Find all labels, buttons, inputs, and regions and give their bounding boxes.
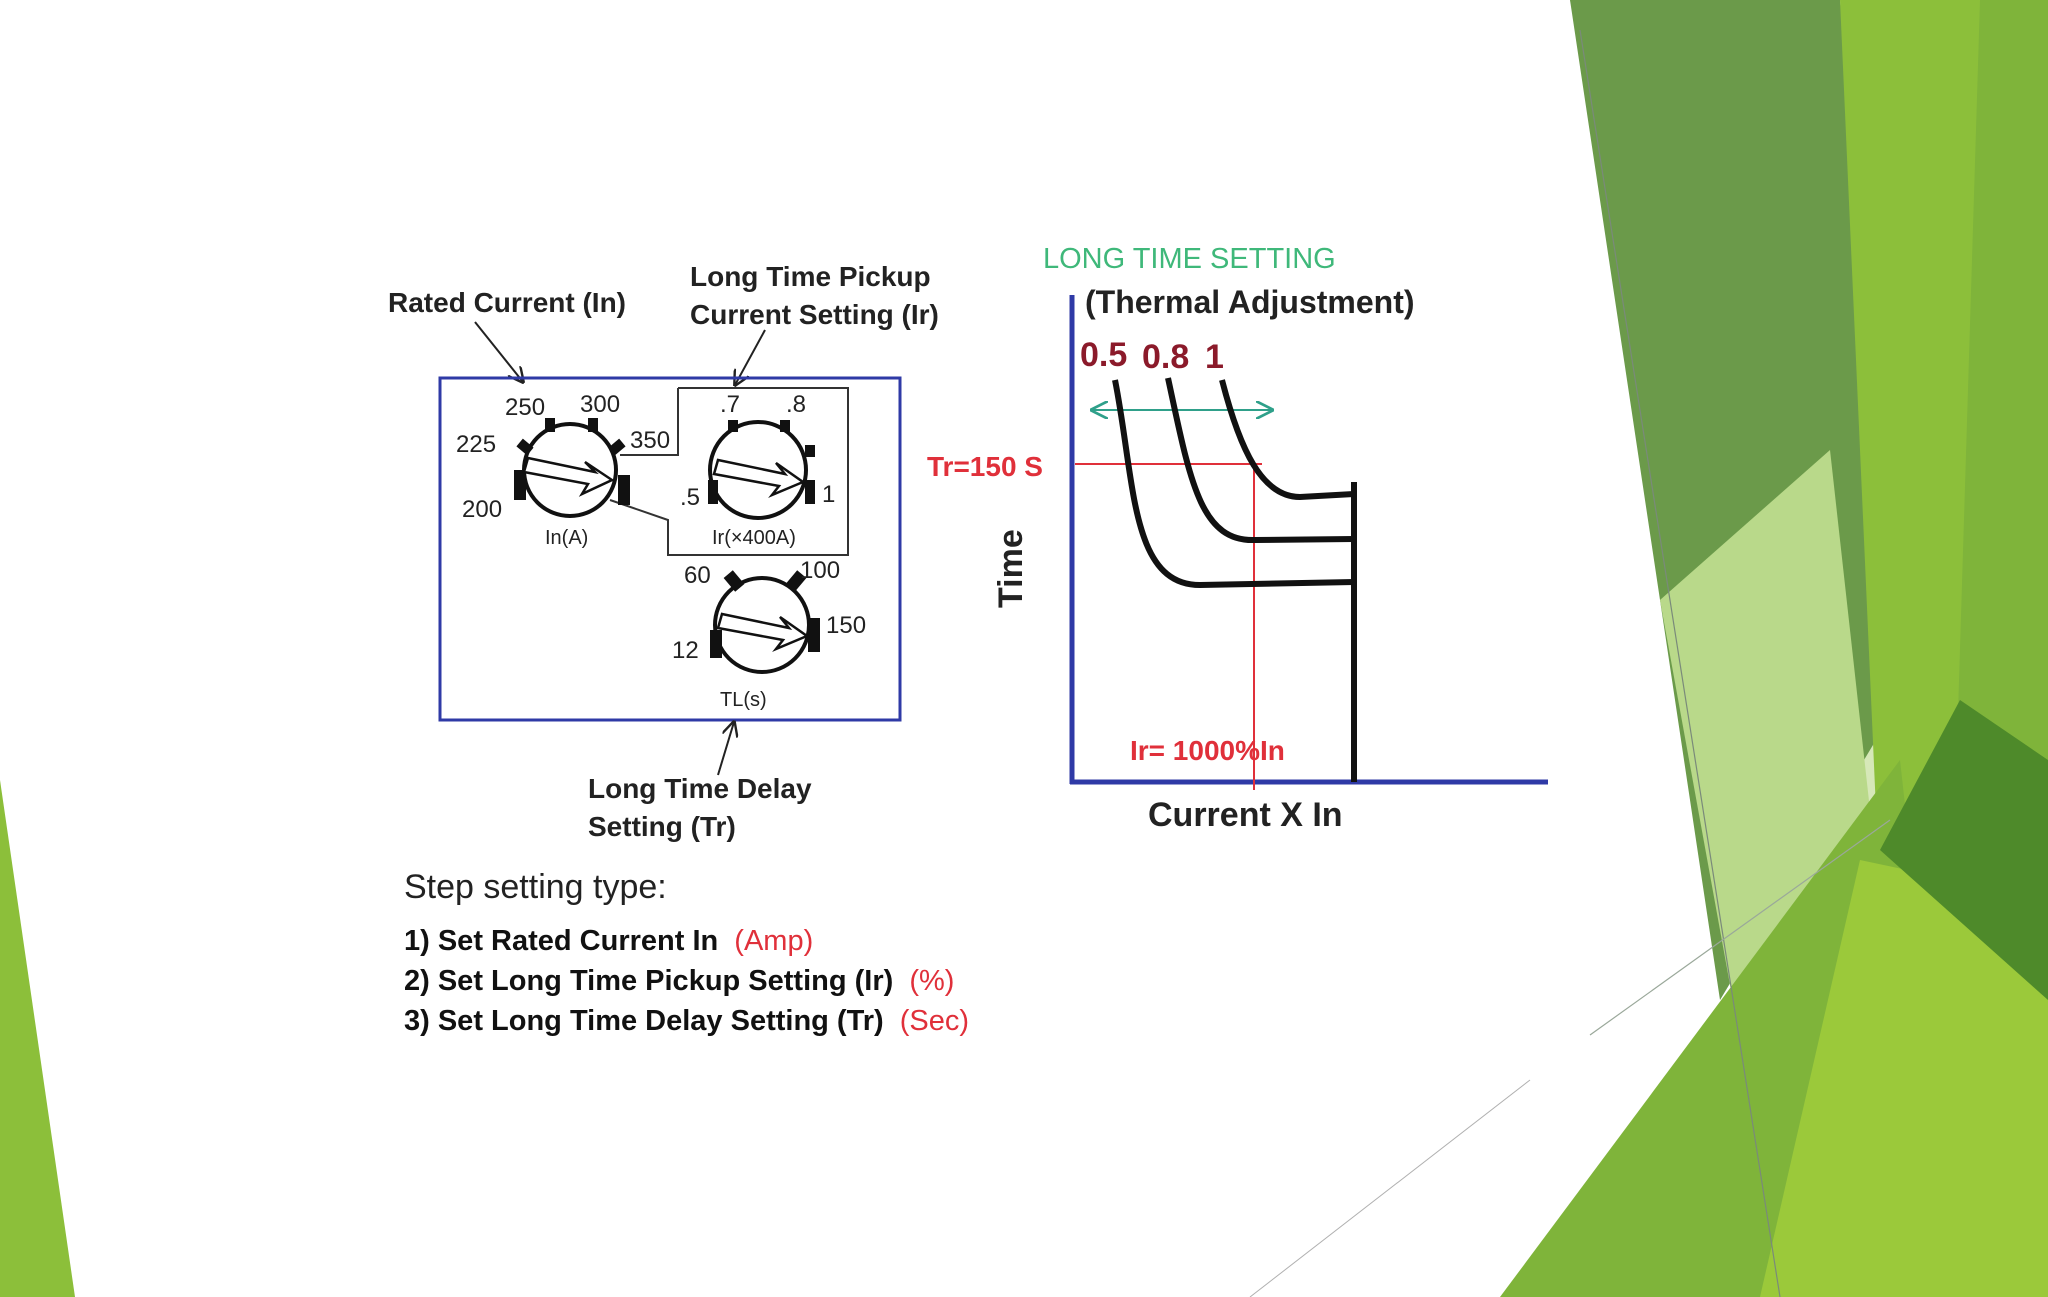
rated-current-label: Rated Current (In) [388, 287, 626, 318]
delay-label-line1: Long Time Delay [588, 773, 812, 804]
decor-left [0, 780, 75, 1297]
dial-in-tick-300: 300 [580, 391, 620, 418]
dial-tl-tick-60: 60 [684, 562, 711, 589]
dial-tl-caption: TL(s) [720, 689, 767, 711]
dial-ir-tick-5: .5 [680, 484, 700, 511]
panel-frame [438, 376, 902, 722]
curve-label-0-8: 0.8 [1142, 338, 1189, 376]
dial-tl-tick-150: 150 [826, 612, 866, 639]
dial-tl-tick-100: 100 [800, 557, 840, 584]
decor-right [1249, 0, 2048, 1297]
curve-label-0-5: 0.5 [1080, 336, 1127, 374]
time-current-chart: LONG TIME SETTING (Thermal Adjustment) T… [927, 243, 1548, 834]
dial-in-tick-250: 250 [505, 394, 545, 421]
dial-in-tick-225: 225 [456, 431, 496, 458]
x-axis-label: Current X In [1148, 796, 1343, 834]
step-1: 1) Set Rated Current In (Amp) [404, 925, 813, 957]
delay-label-line2: Setting (Tr) [588, 811, 736, 842]
step-3: 3) Set Long Time Delay Setting (Tr) (Sec… [404, 1005, 969, 1037]
dial-in-caption: In(A) [545, 527, 588, 549]
trip-curve-1 [1219, 379, 1355, 501]
pickup-label-line1: Long Time Pickup [690, 261, 931, 292]
dial-pickup[interactable]: .5 .7 .8 1 Ir(×400A) [680, 391, 835, 549]
chart-subtitle: (Thermal Adjustment) [1085, 284, 1415, 320]
step-list: Step setting type: 1) Set Rated Current … [404, 868, 969, 1037]
pickup-label-line2: Current Setting (Ir) [690, 299, 939, 330]
dial-ir-tick-1: 1 [822, 481, 835, 508]
trip-curve-0-8 [1165, 377, 1355, 544]
dial-delay[interactable]: 12 60 100 150 TL(s) [672, 557, 866, 711]
dial-ir-tick-8: .8 [786, 391, 806, 418]
ir-marker-label: Ir= 1000%In [1130, 735, 1285, 766]
trip-unit-panel: Rated Current (In) Long Time Pickup Curr… [388, 261, 939, 842]
curve-label-1: 1 [1205, 338, 1224, 376]
chart-title: LONG TIME SETTING [1043, 243, 1336, 275]
y-axis-label: Time [992, 529, 1030, 608]
dial-ir-caption: Ir(×400A) [712, 527, 796, 549]
dial-tl-tick-12: 12 [672, 637, 699, 664]
trip-curve-0-5 [1112, 379, 1355, 589]
dial-rated-current[interactable]: 200 225 250 300 350 In(A) [456, 391, 670, 549]
dial-ir-tick-7: .7 [720, 391, 740, 418]
dial-in-tick-200: 200 [462, 496, 502, 523]
tr-marker-label: Tr=150 S [927, 451, 1043, 482]
dial-in-tick-350: 350 [630, 427, 670, 454]
steps-title: Step setting type: [404, 868, 667, 906]
step-2: 2) Set Long Time Pickup Setting (Ir) (%) [404, 965, 954, 997]
